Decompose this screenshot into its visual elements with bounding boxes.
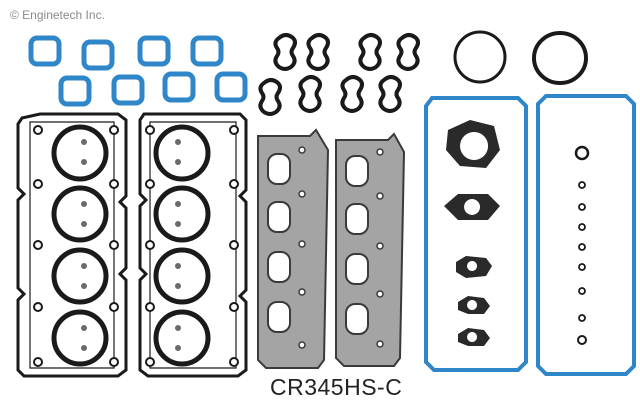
intake-gasket — [137, 35, 171, 67]
intake-gasket — [81, 39, 115, 71]
intake-gasket — [28, 35, 62, 67]
grommet-seal — [577, 335, 587, 345]
port-gasket — [378, 75, 402, 113]
port-gasket — [396, 33, 420, 71]
thermostat-gasket — [446, 120, 500, 168]
grommet-seal — [578, 203, 586, 211]
intake-gasket — [162, 71, 196, 103]
exhaust-port — [267, 301, 291, 333]
intake-gaskets-blue — [28, 35, 248, 107]
cylinder-bore — [153, 124, 211, 182]
valve-cover-gasket-left — [424, 96, 528, 372]
water-outlet-gasket — [444, 194, 500, 220]
intake-gasket — [190, 35, 224, 67]
grommet-seal — [578, 243, 586, 251]
cylinder-bore — [153, 309, 211, 367]
port-gasket — [258, 78, 282, 116]
grommet-seal — [578, 287, 586, 295]
cylinder-bore — [51, 247, 109, 305]
grommet-seal — [578, 263, 586, 271]
port-gasket — [273, 33, 297, 71]
copyright-text: © Enginetech Inc. — [10, 8, 105, 22]
throttle-body-gasket — [532, 31, 588, 85]
exhaust-port — [345, 303, 369, 335]
cylinder-bore — [153, 247, 211, 305]
head-gasket-outline — [138, 112, 248, 378]
intake-gasket — [111, 74, 145, 106]
cylinder-bore — [51, 124, 109, 182]
grommet-seal — [578, 314, 586, 322]
exhaust-port — [345, 253, 369, 285]
port-gasket — [306, 33, 330, 71]
part-number-label: CR345HS-C — [270, 374, 403, 400]
cylinder-bore — [51, 309, 109, 367]
grommet-seal — [574, 145, 590, 161]
cylinder-bore — [51, 185, 109, 243]
cylinder-head-gasket-right — [138, 112, 248, 378]
head-gasket-outline — [16, 112, 128, 378]
intake-gasket — [58, 75, 92, 107]
cylinder-head-gasket-left — [16, 112, 128, 378]
port-gasket — [298, 75, 322, 113]
cylinder-bore — [153, 185, 211, 243]
small-gasket — [458, 296, 490, 314]
port-gasket — [358, 33, 382, 71]
port-gaskets-black — [258, 33, 420, 116]
small-gasket — [456, 256, 492, 278]
grommet-seal — [578, 223, 586, 231]
exhaust-port — [267, 153, 291, 185]
o-ring-gasket — [453, 30, 507, 84]
throttle-body-gaskets — [453, 30, 588, 85]
valve-cover-gasket-right — [536, 94, 636, 376]
small-gasket — [458, 328, 490, 346]
exhaust-port — [345, 203, 369, 235]
exhaust-manifold-gasket-left — [257, 128, 330, 369]
grommet-seal — [578, 181, 586, 189]
exhaust-port — [267, 201, 291, 233]
intake-gasket — [214, 71, 248, 103]
exhaust-manifold-gasket-right — [335, 132, 406, 367]
exhaust-port — [345, 155, 369, 187]
port-gasket — [340, 75, 364, 113]
exhaust-port — [267, 251, 291, 283]
